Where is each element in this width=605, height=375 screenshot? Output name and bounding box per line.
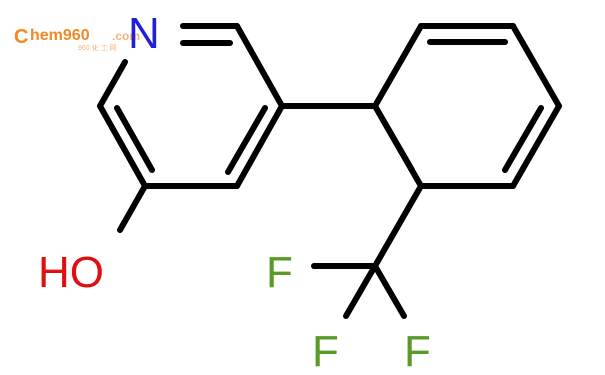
atom-fluorine-a: F: [266, 248, 293, 297]
atom-nitrogen: N: [128, 9, 160, 58]
bond-c-fc: [372, 263, 407, 319]
bond-c2-c3: [234, 23, 285, 109]
trifluoromethyl-group: [311, 183, 424, 319]
watermark-logo: C hem960 .com 960 化 工 网: [14, 26, 140, 52]
bond-c5-c6: [97, 103, 148, 189]
bond-p4-p5: [510, 103, 562, 189]
bond-p1-p2: [372, 23, 424, 109]
watermark-brand-letter: C: [14, 26, 28, 48]
watermark-brand-name: hem960: [30, 27, 90, 44]
bond-c5-oh: [117, 183, 148, 233]
atom-fluorine-b: F: [312, 327, 339, 375]
bond-p6-p1-inner: [380, 117, 415, 173]
pyridine-ring: [97, 23, 285, 189]
watermark-subtitle: 960 化 工 网: [78, 43, 117, 52]
bond-p3-p4: [510, 23, 562, 109]
bond-c3-c4: [234, 103, 285, 189]
atom-hydroxyl: HO: [38, 248, 104, 297]
watermark-brand-suffix: .com: [112, 29, 140, 43]
bond-p6-cf3: [372, 183, 424, 269]
bond-c3-c4-inner: [225, 105, 268, 175]
bond-c-fb: [343, 263, 378, 319]
bond-c6-n: [97, 59, 128, 109]
phenyl-ring: [372, 23, 562, 189]
bond-c5-c6-inner: [114, 105, 155, 173]
atom-fluorine-c: F: [404, 327, 431, 375]
bond-p4-p5-inner: [502, 105, 544, 173]
